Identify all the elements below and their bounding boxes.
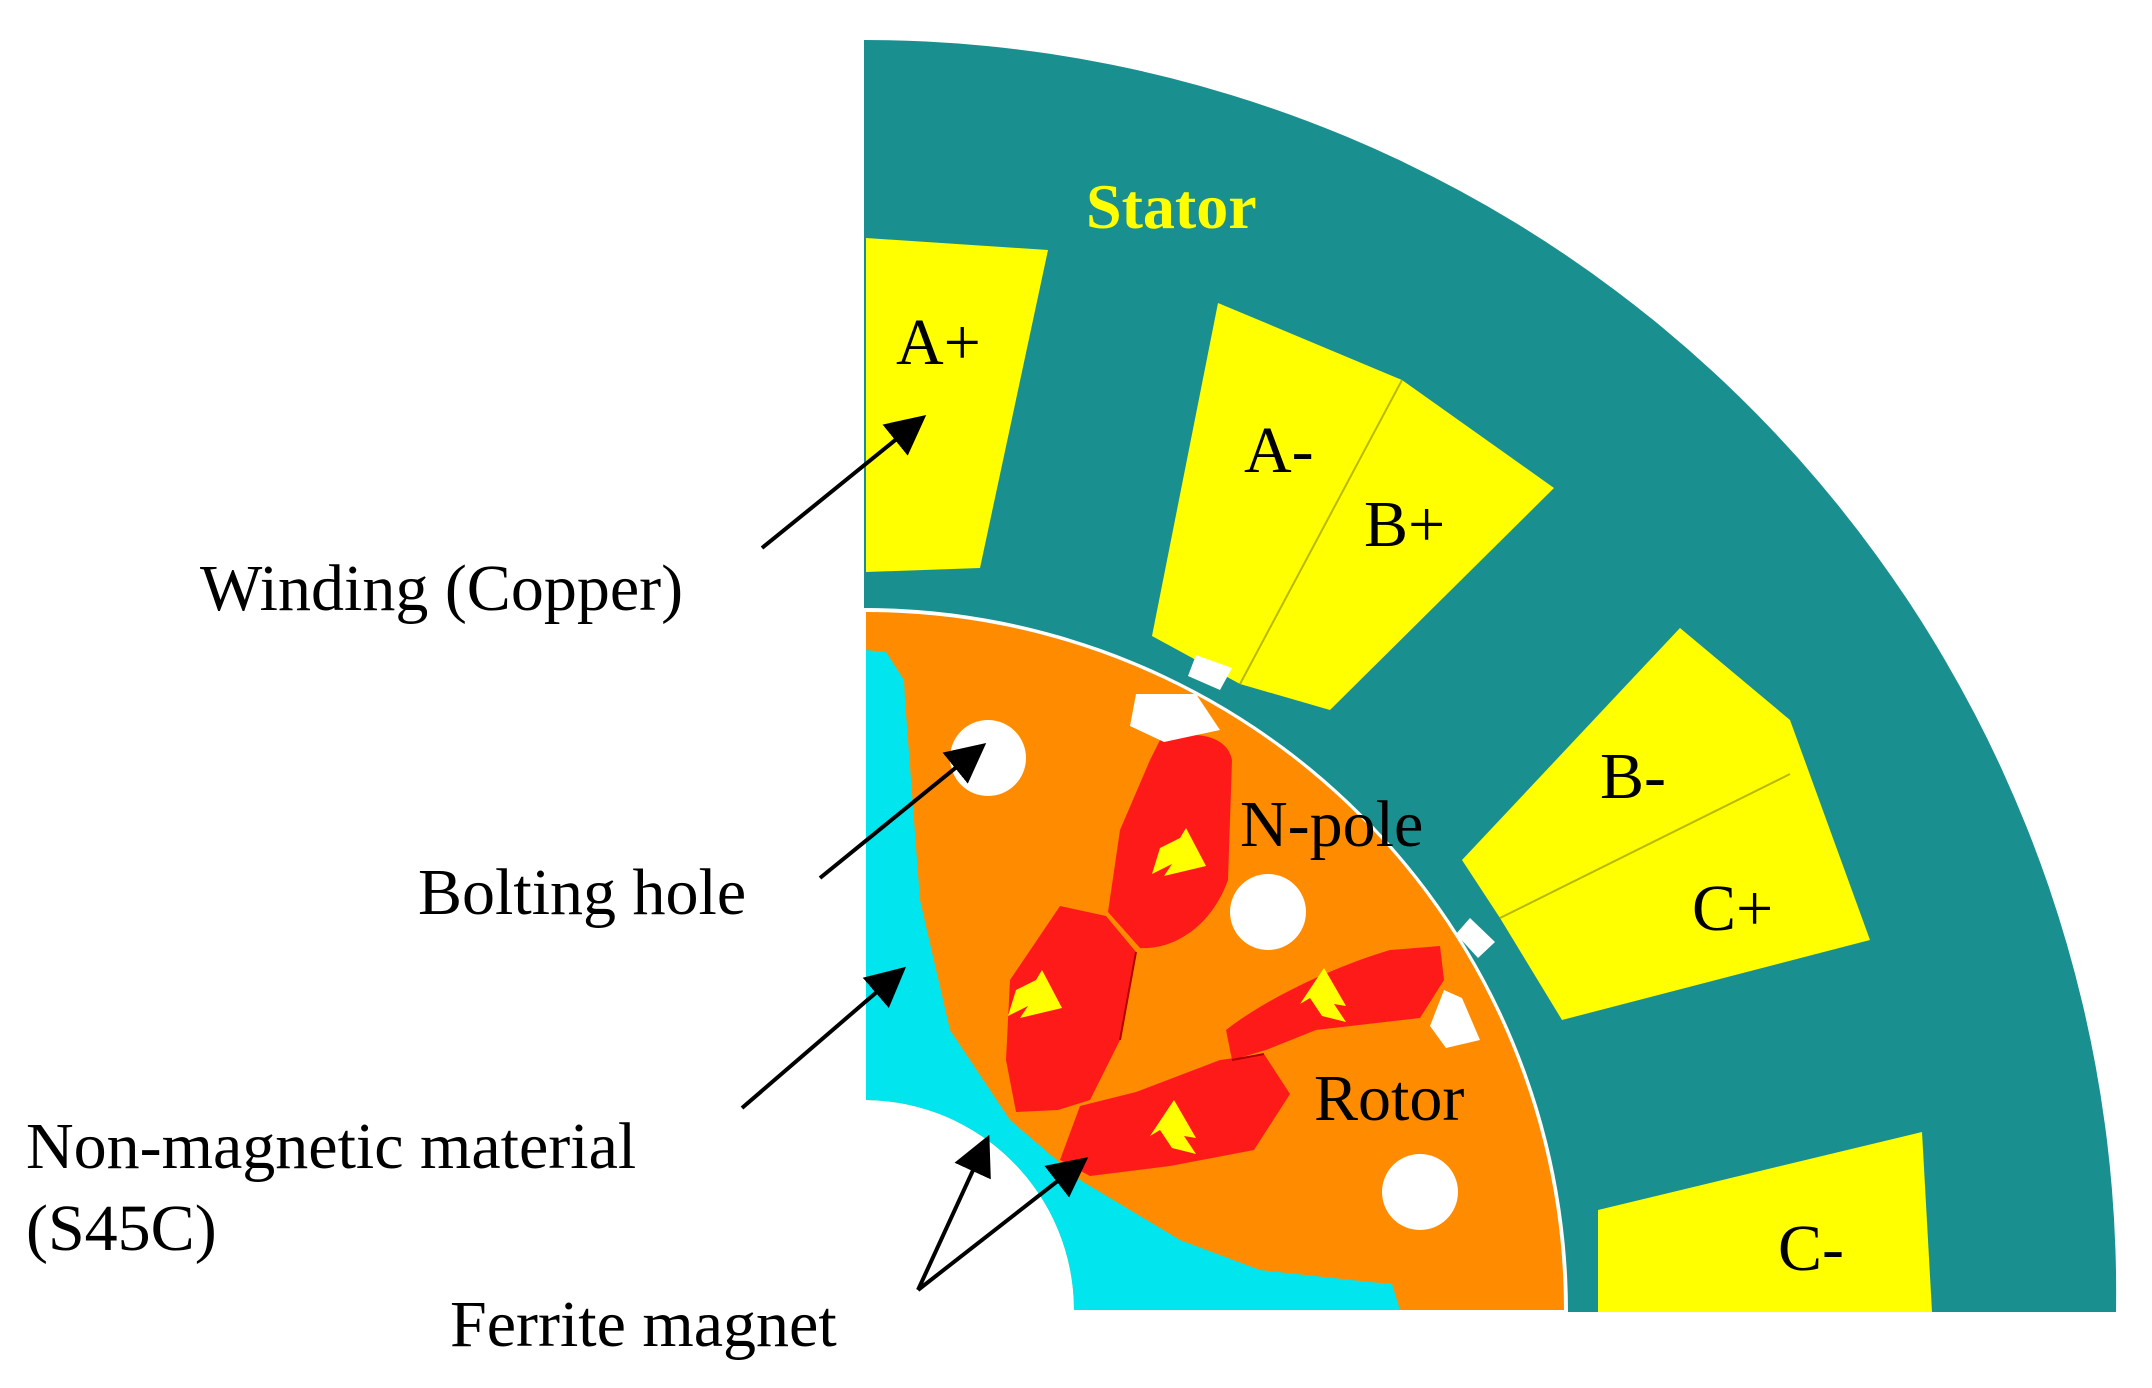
slot-divider-bc xyxy=(1499,773,1791,919)
flux-barrier-right xyxy=(1430,990,1480,1048)
rotor-body xyxy=(866,612,1564,1310)
non-magnetic-region xyxy=(866,650,1400,1310)
magnet-arrow-3 xyxy=(1300,968,1346,1022)
winding-callout-label: Winding (Copper) xyxy=(200,552,683,625)
rotor-label: Rotor xyxy=(1314,1062,1464,1135)
slot-label-c-minus: C- xyxy=(1778,1212,1844,1285)
slot-label-b-plus: B+ xyxy=(1364,488,1445,561)
callout-arrows xyxy=(740,414,1089,1292)
ferrite-arrow-2 xyxy=(916,1157,1089,1292)
slot-divider-ab xyxy=(1239,379,1403,685)
slot-label-b-minus: B- xyxy=(1600,740,1666,813)
ferrite-magnet-callout-label: Ferrite magnet xyxy=(450,1288,837,1361)
stator-label: Stator xyxy=(1086,171,1257,242)
stator-core xyxy=(864,39,2117,1312)
slot-a-minus-b-plus xyxy=(1152,303,1554,710)
non-magnetic-callout-label-line2: (S45C) xyxy=(26,1192,217,1265)
slot-a-plus xyxy=(866,238,1048,572)
magnet-arrows xyxy=(1008,828,1346,1154)
slot-b-minus-c-plus xyxy=(1462,628,1870,1020)
bolting-hole-3 xyxy=(1382,1154,1458,1230)
ferrite-arrow-1 xyxy=(916,1134,991,1291)
bolting-hole-callout-label: Bolting hole xyxy=(418,856,746,929)
slot-c-minus xyxy=(1598,1132,1932,1312)
slot-opening-2 xyxy=(1456,918,1495,958)
n-pole-label: N-pole xyxy=(1240,788,1423,861)
flux-barrier-top xyxy=(1130,694,1220,742)
magnet-upper-2 xyxy=(1006,906,1136,1112)
bolting-hole-2 xyxy=(1230,874,1306,950)
bolting-hole-1 xyxy=(950,720,1026,796)
winding-slots xyxy=(866,238,1932,1312)
magnet-arrow-1 xyxy=(1152,828,1206,876)
slot-label-c-plus: C+ xyxy=(1692,872,1773,945)
non-magnetic-callout-label-line1: Non-magnetic material xyxy=(26,1110,636,1183)
bolting-hole-arrow xyxy=(818,742,987,880)
non-magnetic-arrow xyxy=(740,966,907,1110)
slot-label-a-plus: A+ xyxy=(896,306,981,379)
magnet-arrow-4 xyxy=(1150,1100,1196,1154)
slot-opening-1 xyxy=(1188,655,1232,690)
winding-arrow xyxy=(760,414,927,550)
magnet-upper-1 xyxy=(1108,734,1232,949)
magnet-arrow-2 xyxy=(1008,970,1062,1018)
slot-label-a-minus: A- xyxy=(1244,414,1314,487)
